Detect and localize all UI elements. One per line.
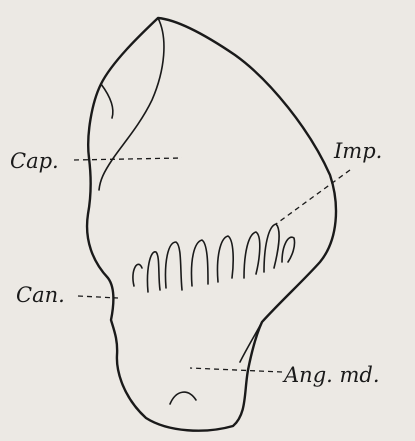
imp-leader-line	[276, 170, 350, 224]
cap-inner-curve	[101, 84, 113, 118]
label-imp: Imp.	[333, 139, 382, 163]
ang-md-leader-line	[190, 368, 282, 372]
impression-8	[282, 237, 295, 262]
impression-3	[165, 242, 182, 290]
impression-4	[191, 240, 208, 286]
impressions-group	[133, 224, 295, 292]
impression-6	[244, 232, 260, 278]
impression-7	[264, 224, 279, 272]
impression-2	[147, 252, 160, 292]
bottom-arc	[170, 392, 196, 404]
can-leader-line	[78, 296, 118, 298]
label-cap: Cap.	[10, 149, 59, 173]
impression-1	[133, 264, 142, 286]
label-can: Can.	[16, 283, 65, 307]
impression-5	[217, 236, 233, 282]
label-ang-md: Ang. md.	[282, 363, 380, 387]
